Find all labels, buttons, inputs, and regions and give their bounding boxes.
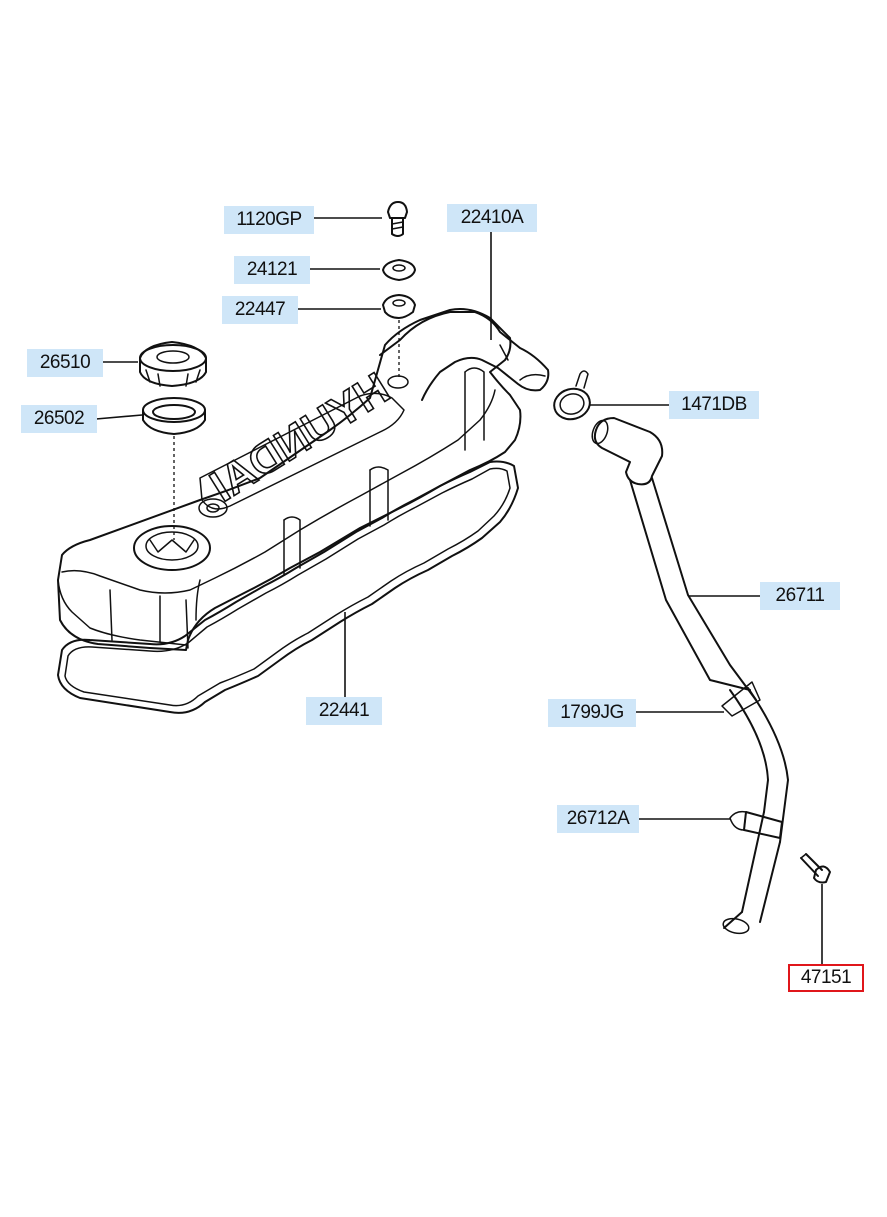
part-label-26712A[interactable]: 26712A <box>557 805 639 833</box>
part-label-22410A[interactable]: 22410A <box>447 204 537 232</box>
screw-drawing <box>800 853 831 884</box>
part-label-26502[interactable]: 26502 <box>21 405 97 433</box>
part-label-26711[interactable]: 26711 <box>760 582 840 610</box>
part-label-26510[interactable]: 26510 <box>27 349 103 377</box>
bolt-drawing <box>387 201 408 237</box>
washer-drawing <box>382 259 416 281</box>
part-label-1471DB[interactable]: 1471DB <box>669 391 759 419</box>
breather-hose-drawing <box>591 417 789 935</box>
part-label-47151-selected[interactable]: 47151 <box>788 964 864 992</box>
filler-cap-gasket-drawing <box>142 397 206 435</box>
part-label-24121[interactable]: 24121 <box>234 256 310 284</box>
leader-lines <box>95 217 823 965</box>
part-label-22441[interactable]: 22441 <box>306 697 382 725</box>
part-label-1799JG[interactable]: 1799JG <box>548 699 636 727</box>
oil-filler-cap-drawing <box>139 341 207 387</box>
grommet-drawing <box>382 294 416 319</box>
part-label-1120GP[interactable]: 1120GP <box>224 206 314 234</box>
hose-clamp-drawing <box>553 370 591 421</box>
valve-cover-gasket-drawing <box>57 460 519 714</box>
part-label-22447[interactable]: 22447 <box>222 296 298 324</box>
valve-cover-drawing <box>57 308 550 651</box>
